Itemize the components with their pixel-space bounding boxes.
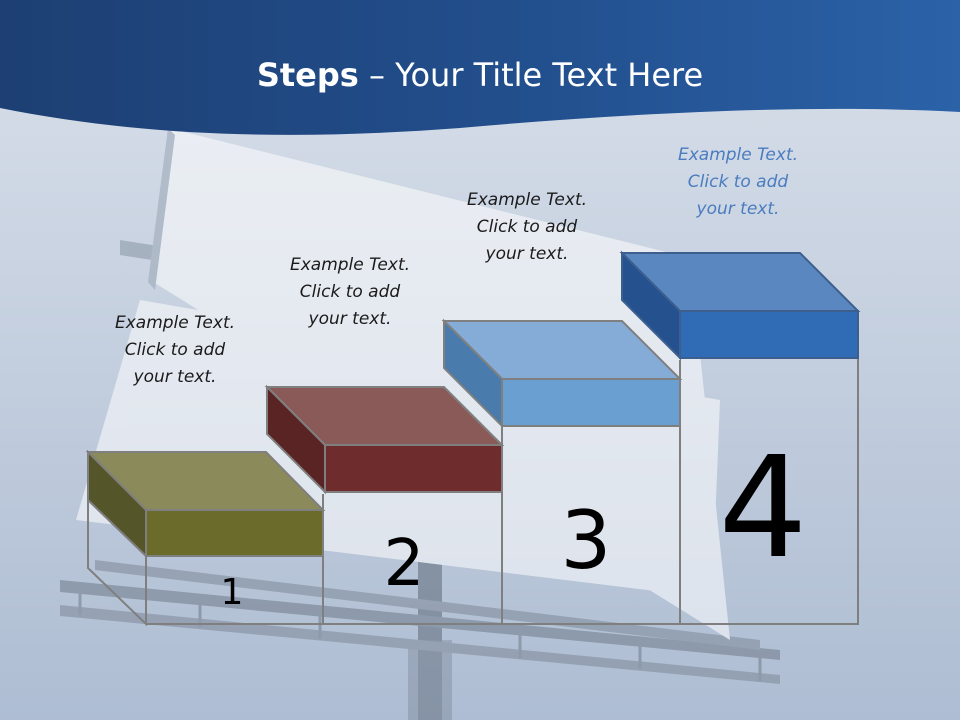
step-caption-4[interactable]: Example Text. Click to add your text. [677, 145, 799, 219]
step-number-4: 4 [718, 427, 807, 590]
step-block-3[interactable] [441, 318, 683, 429]
title-bold: Steps [256, 56, 359, 94]
title-text: – Your Title Text Here [358, 56, 704, 94]
step-number-2: 2 [384, 527, 425, 601]
step-number-3: 3 [561, 494, 612, 587]
step-number-1: 1 [221, 572, 244, 613]
header-band [0, 0, 960, 135]
step-caption-2[interactable]: Example Text. Click to add your text. [289, 255, 411, 329]
step-caption-1[interactable]: Example Text. Click to add your text. [114, 313, 236, 387]
step-caption-3[interactable]: Example Text. Click to add your text. [466, 190, 588, 264]
step-block-1[interactable] [85, 449, 326, 559]
step-block-4[interactable] [619, 250, 861, 361]
slide-title[interactable]: Steps – Your Title Text Here [0, 56, 960, 94]
step-block-2[interactable] [264, 384, 505, 495]
